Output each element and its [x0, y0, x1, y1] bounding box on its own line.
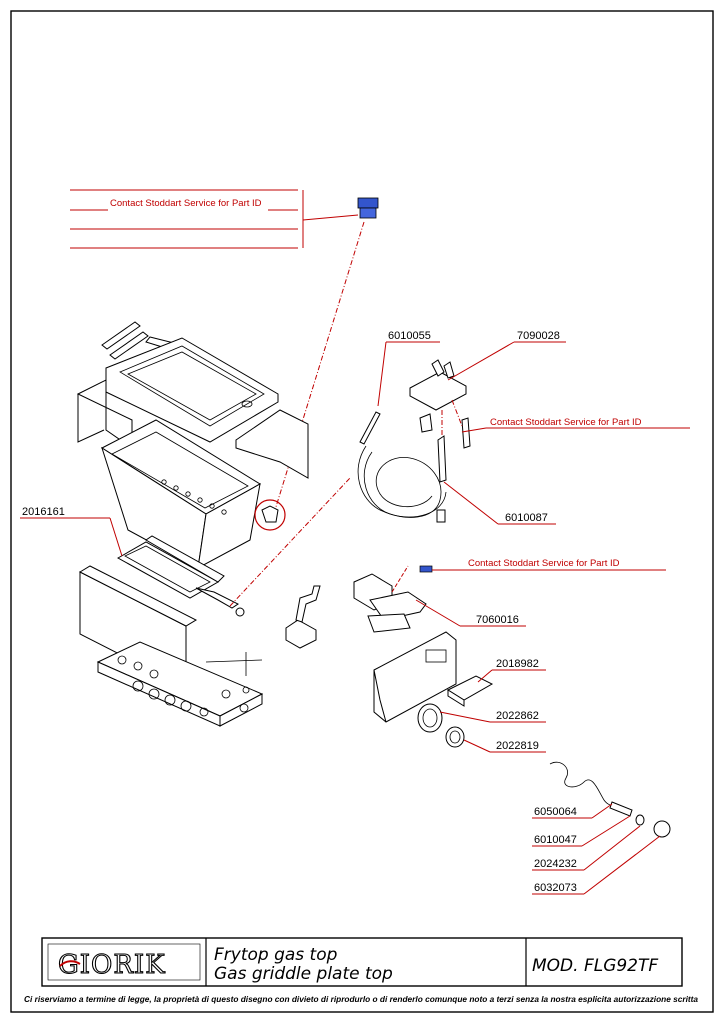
- control-panel: [373, 631, 546, 753]
- contact-callout-mid: Contact Stoddart Service for Part ID: [461, 417, 690, 433]
- part-label-2022819: 2022819: [496, 740, 539, 752]
- part-label-2024232: 2024232: [534, 858, 577, 870]
- part-label-6010047: 6010047: [534, 834, 577, 846]
- gas-valve: [353, 565, 526, 633]
- title-italian: Frytop gas top: [214, 945, 338, 965]
- contact-callout-top: Contact Stoddart Service for Part ID: [70, 189, 359, 249]
- part-label-6010055: 6010055: [388, 330, 431, 342]
- contact-label-mid: Contact Stoddart Service for Part ID: [490, 417, 642, 428]
- model-number: MOD. FLG92TF: [532, 956, 658, 976]
- burner-bracket: [78, 535, 264, 727]
- part-label-2022862: 2022862: [496, 710, 539, 722]
- svg-text:GIORIK: GIORIK: [58, 950, 166, 980]
- title-english: Gas griddle plate top: [214, 964, 393, 984]
- part-label-2016161: 2016161: [22, 506, 65, 518]
- part-label-6010087: 6010087: [505, 512, 548, 524]
- pilot-valve: [285, 585, 321, 649]
- thermocouple-assembly: [357, 341, 447, 523]
- sheet-border: [10, 10, 714, 1013]
- pilot-burner: [409, 341, 566, 483]
- part-label-7090028: 7090028: [517, 330, 560, 342]
- contact-label-top: Contact Stoddart Service for Part ID: [110, 198, 262, 209]
- part-label-6032073: 6032073: [534, 882, 577, 894]
- griddle-housing: [76, 321, 309, 569]
- contact-label-low: Contact Stoddart Service for Part ID: [468, 558, 620, 569]
- part-label-2018982: 2018982: [496, 658, 539, 670]
- part-label-7060016: 7060016: [476, 614, 519, 626]
- igniter-assembly: [532, 761, 671, 895]
- title-block: GIORIK Frytop gas top Gas griddle plate …: [41, 937, 683, 987]
- giorik-logo: GIORIK: [57, 949, 166, 980]
- copyright-footer: Ci riserviamo a termine di legge, la pro…: [24, 994, 699, 1004]
- contact-callout-low: Contact Stoddart Service for Part ID: [432, 558, 666, 571]
- part-label-6050064: 6050064: [534, 806, 577, 818]
